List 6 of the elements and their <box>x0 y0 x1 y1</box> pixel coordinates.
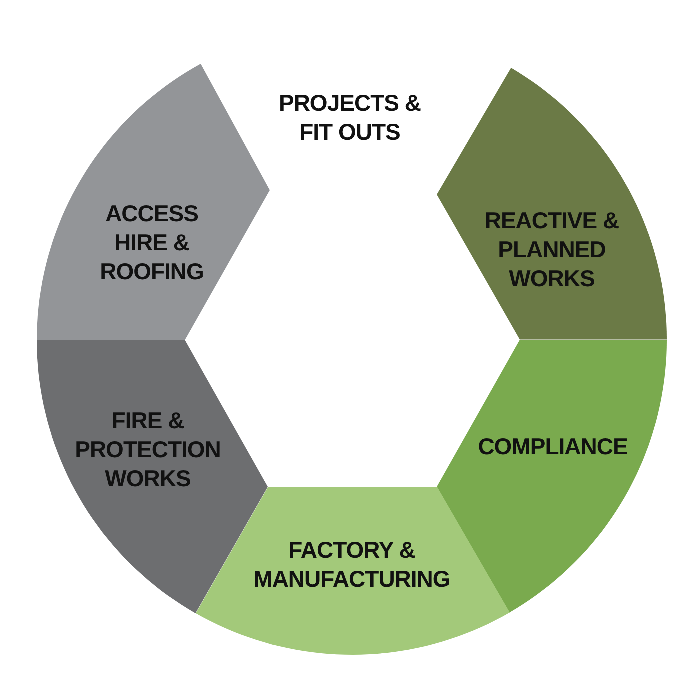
segment-label: ACCESS HIRE & ROOFING <box>99 199 205 286</box>
segment-label: FIRE & PROTECTION WORKS <box>74 406 222 494</box>
segment-label: FACTORY & MANUFACTURING <box>252 536 452 594</box>
segment-label: REACTIVE & PLANNED WORKS <box>484 206 620 294</box>
segment-label: COMPLIANCE <box>477 432 629 462</box>
segment-label: PROJECTS & FIT OUTS <box>278 88 422 147</box>
